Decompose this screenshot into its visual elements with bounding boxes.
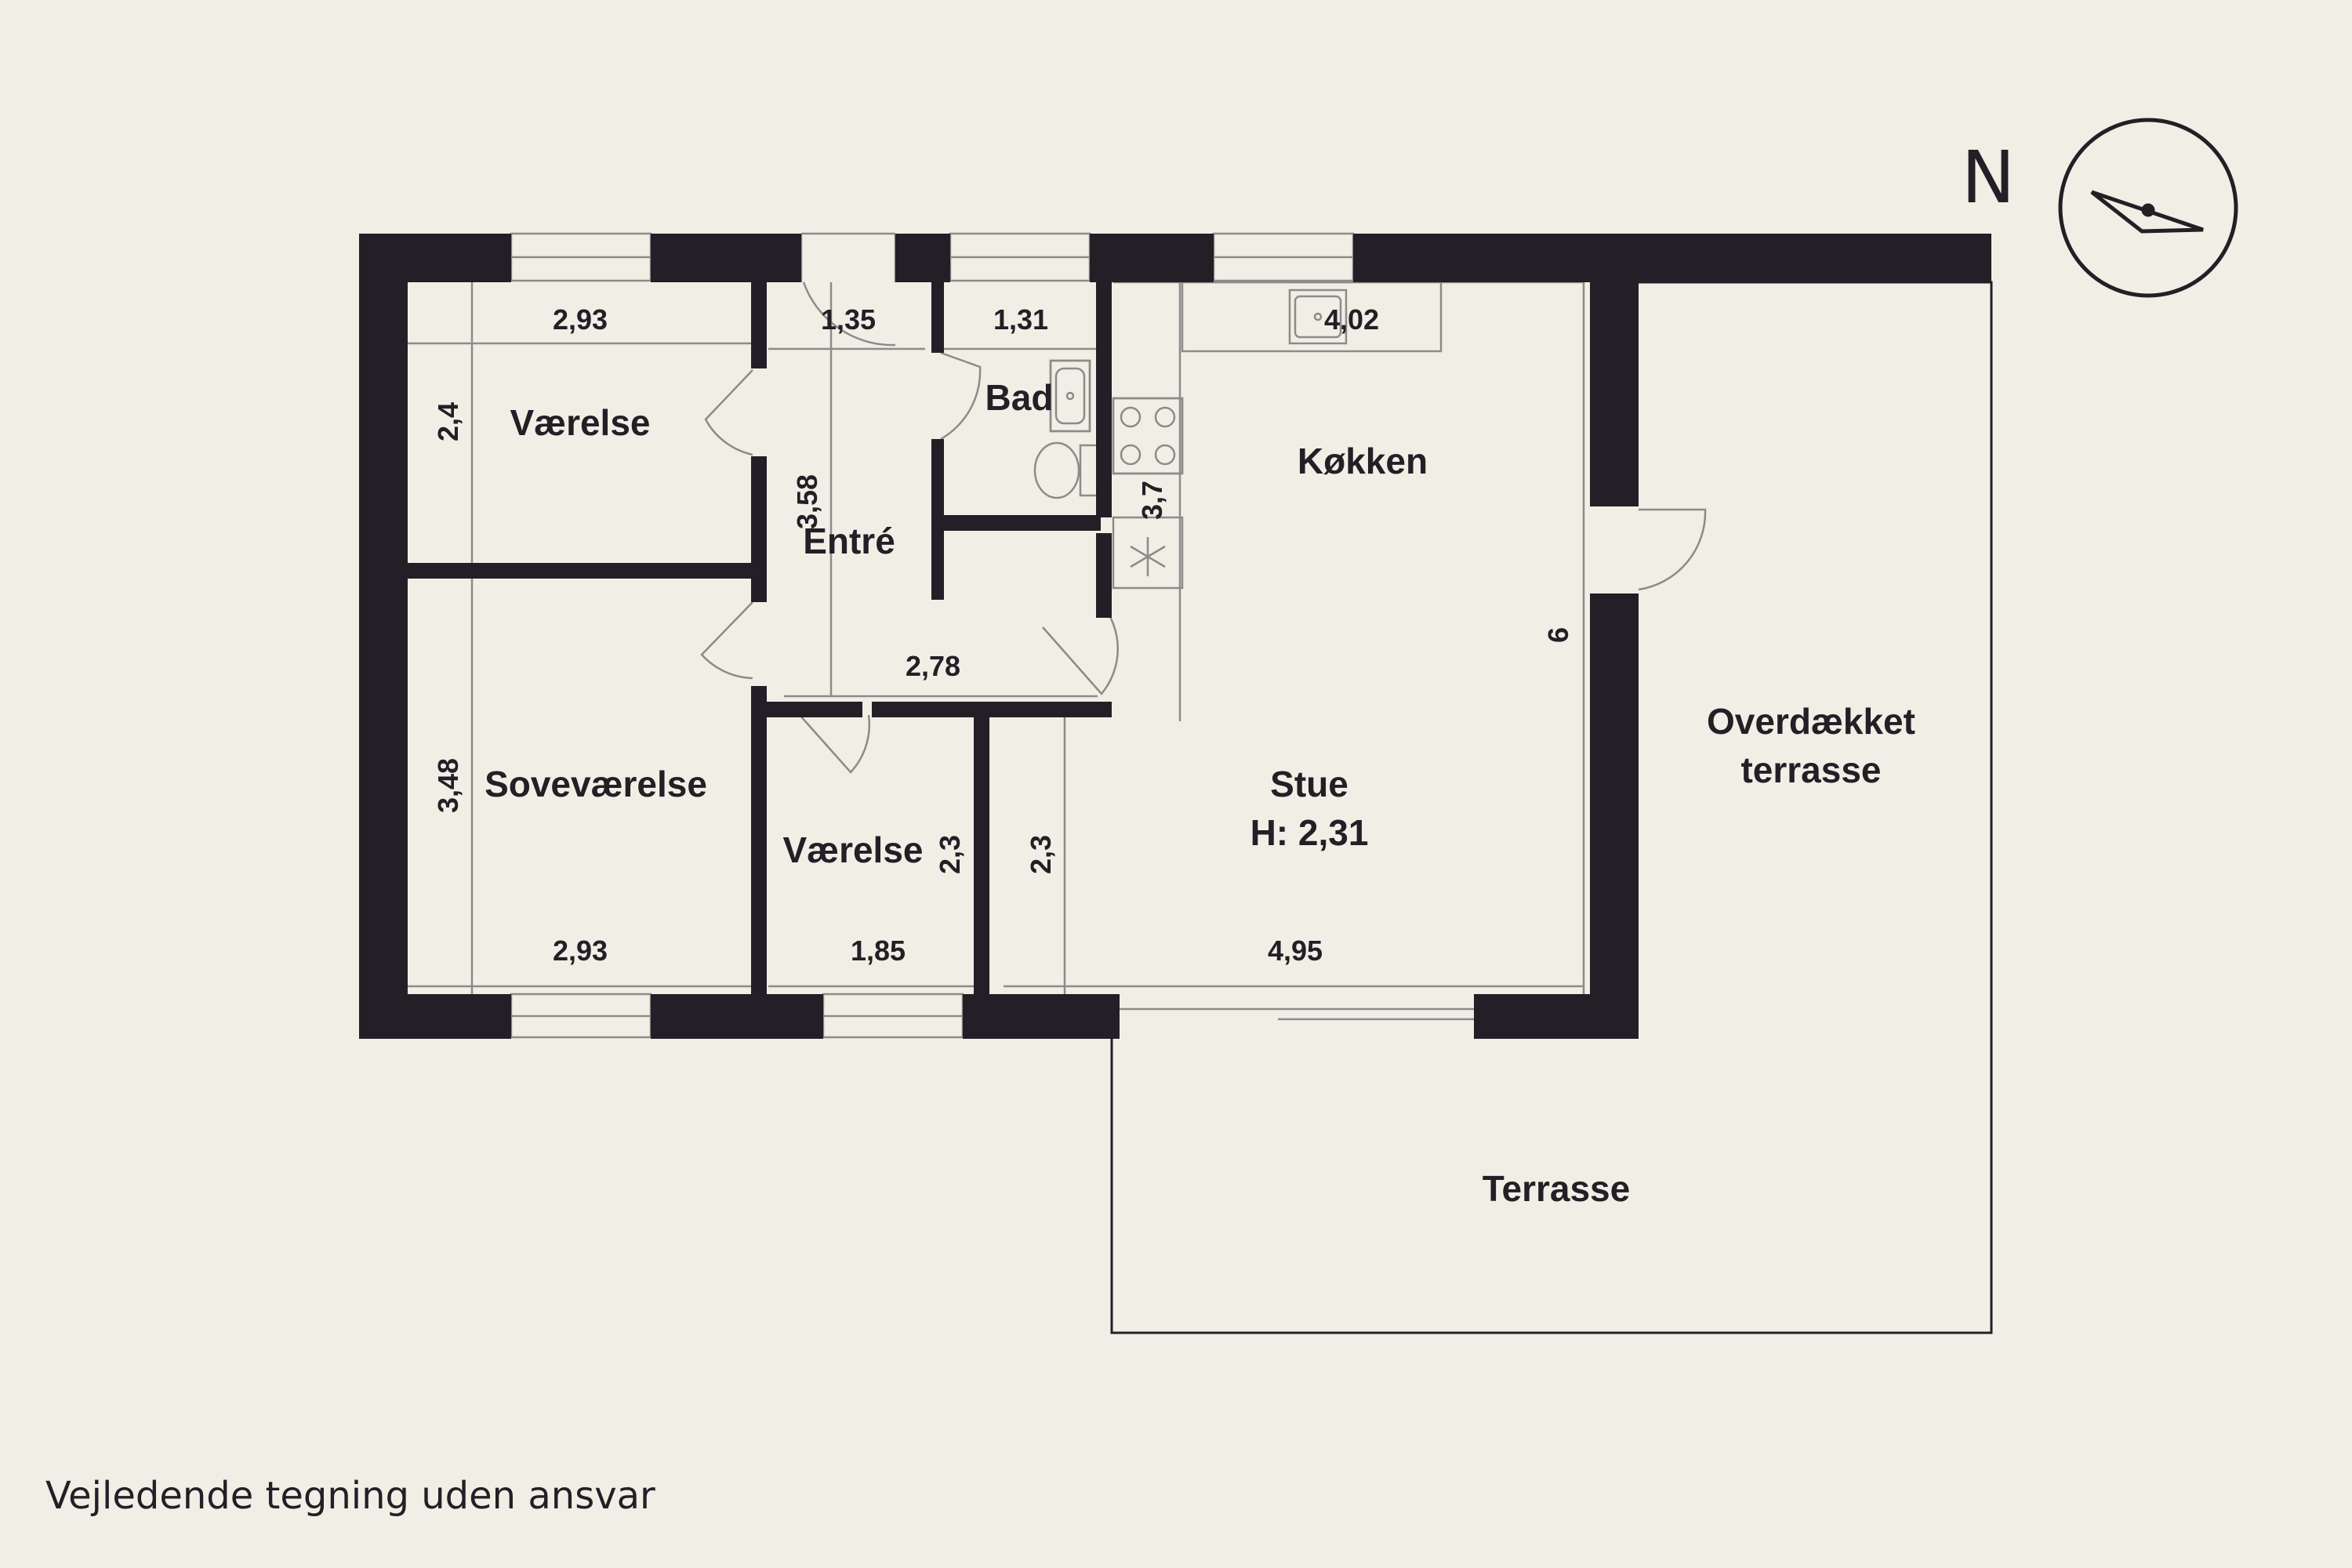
dim-kokken-depth: 3,7: [1136, 481, 1168, 520]
room-label-terrasse: Terrasse: [1483, 1168, 1630, 1209]
toilet-icon: [1033, 441, 1099, 499]
dim-stue-depth: 6: [1542, 627, 1574, 643]
dim-bad-width: 1,31: [993, 303, 1048, 336]
room-labels: Værelse Entré Bad Køkken Soveværelse Vær…: [485, 377, 1915, 1209]
snowflake-icon: [1130, 537, 1166, 576]
room-label-bad: Bad: [985, 377, 1054, 418]
dim-kokken-width: 4,02: [1324, 303, 1379, 336]
compass-north-icon: [2058, 118, 2238, 298]
dim-stue-corner-depth: 2,3: [1025, 835, 1057, 874]
dim-stue-width: 4,95: [1268, 935, 1323, 967]
dim-vaerelse-top-width: 2,93: [553, 303, 608, 336]
kitchen-sink-icon: [1288, 289, 1348, 345]
compass-label: N: [1962, 136, 2016, 220]
room-label-vaerelse-top: Værelse: [510, 402, 650, 443]
dim-hall-width: 2,78: [906, 650, 960, 682]
room-label-kokken: Køkken: [1298, 441, 1428, 481]
dim-entre-width: 1,35: [821, 303, 876, 336]
room-label-stue: Stue: [1270, 764, 1348, 804]
dim-vaerelse-top-depth: 2,4: [432, 402, 464, 441]
room-label-overdaekket-2: terrasse: [1740, 750, 1881, 790]
door-swings: [700, 281, 1707, 774]
room-label-vaerelse-small: Værelse: [782, 829, 923, 870]
room-label-entre: Entré: [803, 521, 895, 561]
dim-entre-depth: 3,58: [791, 474, 823, 529]
sink-icon: [1049, 359, 1091, 433]
room-label-sovevaerelse: Soveværelse: [485, 764, 707, 804]
dim-vaerelse-small-depth: 2,3: [934, 835, 966, 874]
dim-vaerelse-small-width: 1,85: [851, 935, 906, 967]
room-label-stue-height: H: 2,31: [1250, 812, 1369, 853]
compass: N: [1962, 118, 2238, 298]
walls: [359, 234, 1991, 1039]
disclaimer-text: Vejledende tegning uden ansvar: [45, 1474, 655, 1518]
dimension-labels: 2,93 2,4 1,35 3,58 1,31 4,02 3,7 6 2,78 …: [432, 303, 1574, 967]
dim-sovevaerelse-width: 2,93: [553, 935, 608, 967]
stove-icon: [1112, 397, 1184, 475]
interior-lines: [408, 232, 1585, 1039]
room-label-overdaekket-1: Overdækket: [1707, 701, 1915, 742]
dim-sovevaerelse-depth: 3,48: [432, 758, 464, 813]
